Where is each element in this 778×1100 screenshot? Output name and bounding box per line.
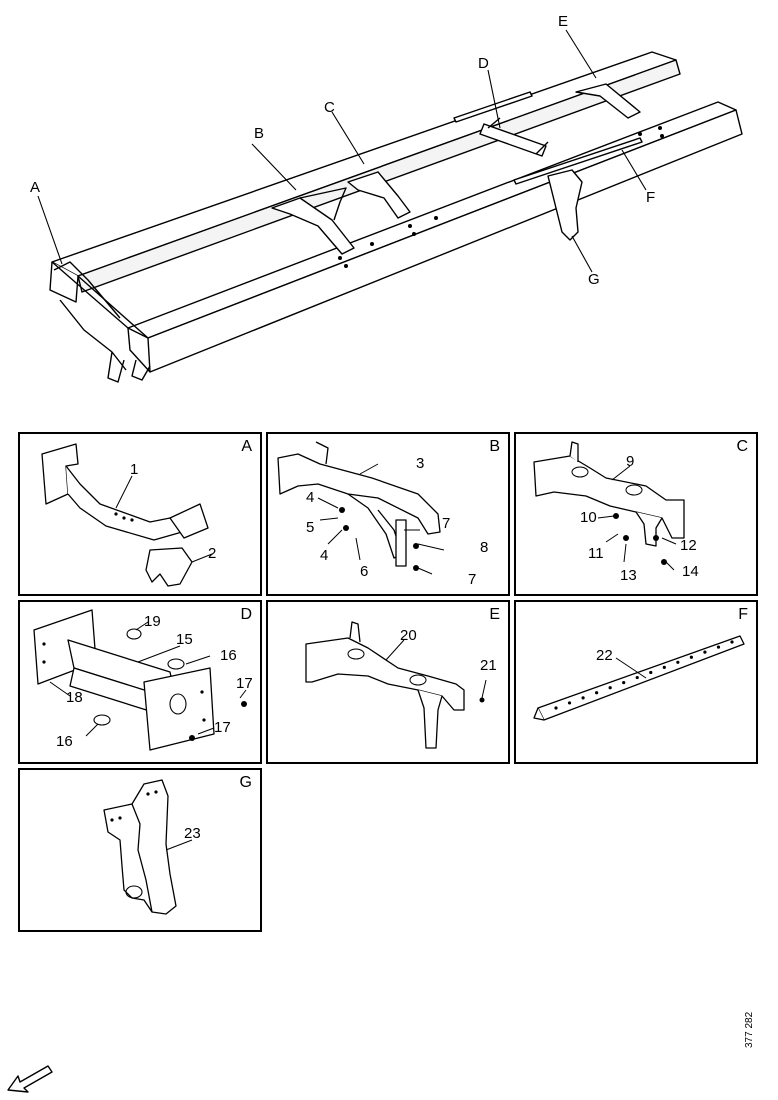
callout-16: 16 (220, 647, 237, 664)
callout-10: 10 (580, 509, 597, 526)
front-direction-arrow-icon (7, 1065, 53, 1093)
chassis-frame-overview: A B C D E F G (0, 0, 778, 400)
panel-c-letter: C (736, 438, 748, 455)
panel-e-letter: E (489, 606, 500, 623)
rail-hole (703, 650, 707, 654)
panel-d-letter: D (240, 606, 252, 623)
document-reference: 377 282 (744, 1011, 755, 1048)
crossmember-c-drawing (533, 441, 685, 571)
crossmember-e-drawing (305, 621, 487, 749)
reinforcement-rail-drawing (533, 635, 745, 721)
detail-panel-e: E 20 21 (266, 600, 510, 764)
overview-label-g: G (588, 271, 600, 288)
callout-18: 18 (66, 689, 83, 706)
detail-panel-b: B 3 4 5 4 6 7 8 7 (266, 432, 510, 596)
crossmember-b-drawing (277, 441, 445, 575)
callout-17b: 17 (214, 719, 231, 736)
rail-hole (716, 645, 721, 649)
rail-hole (608, 686, 612, 690)
panel-b-letter: B (489, 438, 500, 455)
panel-a-letter: A (241, 438, 252, 455)
callout-6: 6 (360, 563, 369, 580)
callout-16b: 16 (56, 733, 73, 750)
tubular-crossmember-d-drawing (33, 609, 247, 751)
callout-8: 8 (480, 539, 489, 556)
rail-hole (635, 675, 639, 680)
callout-7: 7 (442, 515, 451, 532)
callout-4: 4 (306, 489, 315, 506)
overview-label-b: B (254, 125, 265, 142)
callout-22: 22 (596, 647, 613, 664)
callout-3: 3 (416, 455, 425, 472)
spring-bracket-drawing (103, 779, 193, 915)
rail-hole (567, 701, 572, 705)
callout-20: 20 (400, 627, 417, 644)
overview-label-c: C (324, 99, 335, 116)
rail-hole (689, 655, 693, 659)
front-crossmember-drawing (41, 443, 213, 587)
callout-9: 9 (626, 453, 635, 470)
detail-panel-g: G 23 (18, 768, 262, 932)
callout-11: 11 (588, 545, 604, 562)
detail-panel-f: F 22 (514, 600, 758, 764)
rail-hole (595, 691, 599, 695)
callout-19: 19 (144, 613, 161, 630)
callout-23: 23 (184, 825, 201, 842)
overview-label-f: F (646, 189, 656, 206)
rail-hole (649, 670, 653, 675)
callout-21: 21 (480, 657, 497, 674)
callout-2: 2 (208, 545, 217, 562)
chassis-frame-drawing (37, 29, 743, 383)
rail-hole (554, 706, 558, 710)
overview-label-e: E (558, 13, 569, 30)
panel-f-letter: F (738, 606, 748, 623)
rail-hole (662, 665, 666, 669)
callout-4b: 4 (320, 547, 329, 564)
overview-label-d: D (478, 55, 489, 72)
overview-label-a: A (30, 179, 41, 196)
detail-panel-d: D 19 15 16 18 17 16 17 (18, 600, 262, 764)
callout-13: 13 (620, 567, 637, 584)
rail-hole (730, 640, 734, 644)
callout-14: 14 (682, 563, 699, 580)
rail-hole (581, 696, 585, 700)
callout-17: 17 (236, 675, 253, 692)
detail-panel-a: A 1 2 (18, 432, 262, 596)
callout-7b: 7 (468, 571, 477, 588)
callout-15: 15 (176, 631, 193, 648)
panel-g-letter: G (239, 774, 252, 791)
callout-5: 5 (306, 519, 315, 536)
callout-12: 12 (680, 537, 697, 554)
detail-panel-c: C 9 10 11 12 13 14 (514, 432, 758, 596)
rail-hole (622, 681, 626, 685)
callout-1: 1 (130, 461, 139, 478)
rail-hole (676, 660, 680, 664)
